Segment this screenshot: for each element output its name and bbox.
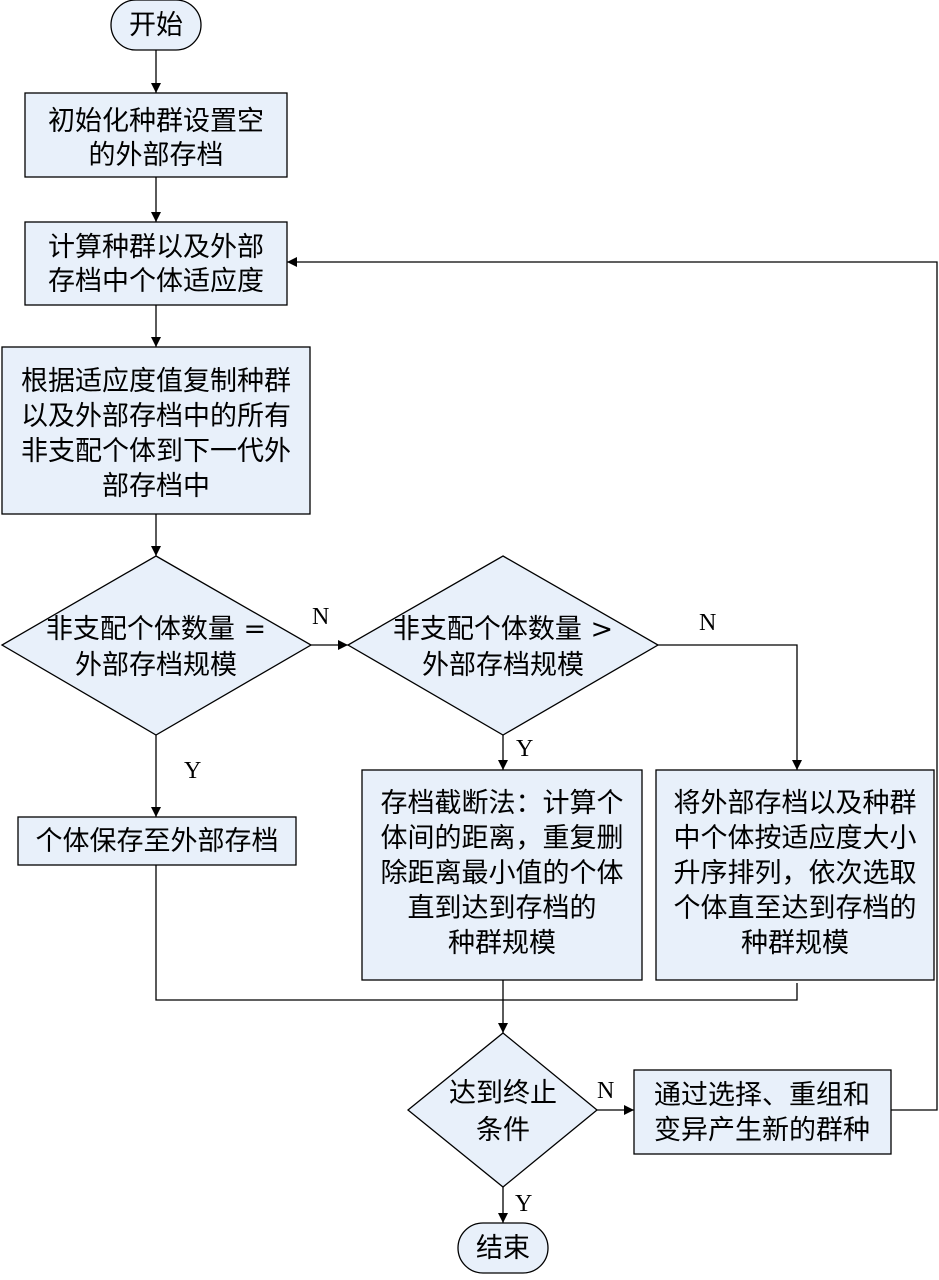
end-terminal (457, 1222, 549, 1274)
fitness-box (24, 221, 288, 306)
init-line-1: 初始化种群设置空 (48, 106, 264, 137)
label-end-no: N (597, 1078, 614, 1104)
copy-line-4: 部存档中 (102, 471, 210, 502)
decision-end-line-2: 条件 (476, 1115, 530, 1146)
evolve-line-2: 变异产生新的群种 (654, 1115, 870, 1146)
decision-greater-line-2: 外部存档规模 (422, 650, 584, 681)
sort-line-4: 个体直至达到存档的 (674, 893, 917, 924)
connectors (151, 50, 938, 1223)
loop-back-arrow (287, 257, 938, 1111)
decision-equal-line-1: 非支配个体数量 = (46, 614, 266, 645)
truncate-line-1: 存档截断法：计算个 (381, 788, 624, 819)
decision-end-line-1: 达到终止 (449, 1078, 557, 1109)
truncate-line-2: 体间的距离，重复删 (381, 823, 624, 854)
decision-equal-diamond (0, 555, 313, 736)
fitness-line-2: 存档中个体适应度 (48, 266, 264, 297)
sort-line-5: 种群规模 (741, 928, 849, 959)
start-terminal (110, 0, 202, 51)
end-label: 结束 (476, 1233, 530, 1264)
copy-line-3: 非支配个体到下一代外 (21, 436, 291, 467)
save-box (17, 816, 297, 866)
truncate-line-4: 直到达到存档的 (408, 893, 597, 924)
start-label: 开始 (129, 10, 183, 41)
evolve-box (633, 1069, 892, 1155)
fitness-line-1: 计算种群以及外部 (48, 232, 264, 263)
sort-line-3: 升序排列，依次选取 (674, 858, 917, 889)
sort-box (655, 769, 935, 981)
save-label: 个体保存至外部存档 (36, 826, 279, 857)
evolve-line-1: 通过选择、重组和 (654, 1080, 870, 1111)
sort-line-2: 中个体按适应度大小 (674, 823, 917, 854)
decision-equal-line-2: 外部存档规模 (75, 650, 237, 681)
decision-greater-diamond (346, 555, 660, 736)
init-box (24, 92, 288, 178)
label-equal-no: N (312, 604, 329, 630)
decision-end-diamond (406, 1032, 599, 1188)
decision-greater-line-1: 非支配个体数量 > (393, 614, 613, 645)
arrow-greater-no (658, 644, 802, 770)
truncate-box (361, 769, 643, 981)
init-line-2: 的外部存档 (89, 140, 224, 171)
label-greater-no: N (699, 610, 716, 636)
sort-line-1: 将外部存档以及种群 (674, 788, 917, 819)
label-equal-yes: Y (184, 758, 201, 784)
copy-line-2: 以及外部存档中的所有 (21, 401, 291, 432)
truncate-line-5: 种群规模 (448, 928, 556, 959)
copy-box (1, 346, 311, 515)
label-end-yes: Y (515, 1191, 532, 1217)
copy-line-1: 根据适应度值复制种群 (21, 366, 291, 397)
merge-line (155, 865, 798, 1001)
truncate-line-3: 除距离最小值的个体 (381, 858, 624, 889)
label-greater-yes: Y (516, 736, 533, 762)
